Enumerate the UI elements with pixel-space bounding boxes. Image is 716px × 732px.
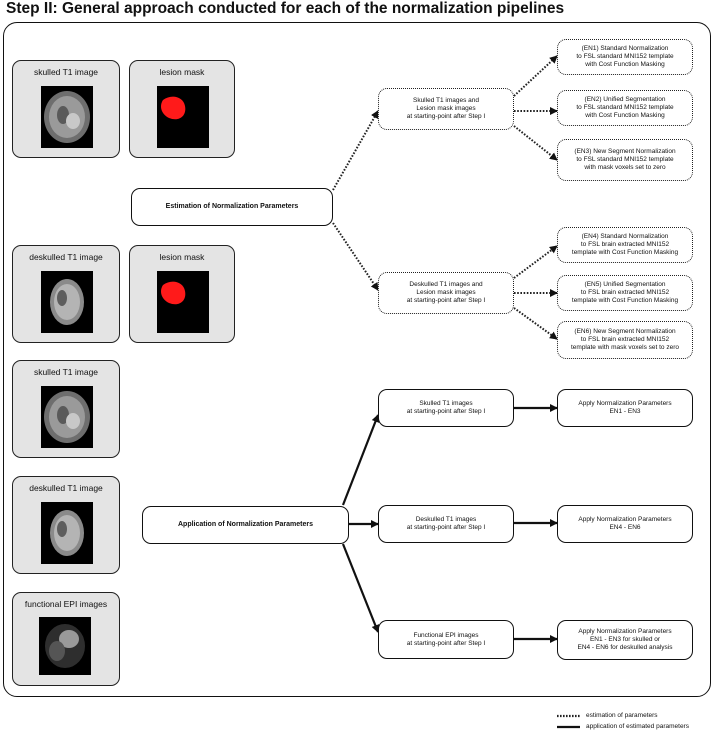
node-line: to FSL brain extracted MNI152: [580, 289, 670, 296]
deskulled-t1-image-box-2: deskulled T1 image: [12, 476, 120, 574]
image-label: functional EPI images: [24, 599, 108, 609]
node-line: to FSL brain extracted MNI152: [580, 336, 670, 343]
image-label: skulled T1 image: [33, 367, 99, 377]
node-line: EN4 - EN6 for deskulled analysis: [577, 644, 673, 651]
edge-to-en4: [513, 245, 558, 279]
apply-en4-en6-node: Apply Normalization Parameters EN4 - EN6: [557, 505, 693, 543]
node-line: Lesion mask images: [416, 105, 476, 112]
lesion-mask-thumbnail: [157, 271, 209, 333]
node-line: to FSL standard MNI152 template: [576, 104, 674, 111]
node-line: Apply Normalization Parameters: [578, 400, 672, 407]
node-line: at starting-point after Step I: [406, 408, 486, 415]
legend-estimation-label: estimation of parameters: [586, 712, 658, 719]
en3-node: (EN3) New Segment Normalization to FSL s…: [557, 139, 693, 181]
skulled-t1-image-box-2: skulled T1 image: [12, 360, 120, 458]
edge-est-to-skulled: [332, 110, 379, 191]
deskulled-application-input-node: Deskulled T1 images at starting-point af…: [378, 505, 514, 543]
functional-application-input-node: Functional EPI images at starting-point …: [378, 620, 514, 659]
epi-scan-thumbnail: [39, 617, 91, 675]
en6-node: (EN6) New Segment Normalization to FSL b…: [557, 321, 693, 359]
node-line: (EN4) Standard Normalization: [581, 233, 669, 240]
application-label: Application of Normalization Parameters: [178, 521, 313, 528]
en4-node: (EN4) Standard Normalization to FSL brai…: [557, 227, 693, 263]
edge-app-to-functional: [341, 543, 380, 633]
node-line: Apply Normalization Parameters: [578, 516, 672, 523]
brain-scan-thumbnail: [41, 271, 93, 333]
apply-combined-node: Apply Normalization Parameters EN1 - EN3…: [557, 620, 693, 660]
node-line: to FSL brain extracted MNI152: [580, 241, 670, 248]
node-line: (EN6) New Segment Normalization: [574, 328, 676, 335]
node-line: EN4 - EN6: [609, 524, 641, 531]
brain-scan-thumbnail: [41, 502, 93, 564]
lesion-mask-box-2: lesion mask: [129, 245, 235, 343]
node-line: to FSL standard MNI152 template: [576, 156, 674, 163]
node-line: to FSL standard MNI152 template: [576, 53, 674, 60]
image-label: deskulled T1 image: [29, 252, 103, 262]
legend-application-label: application of estimated parameters: [586, 723, 689, 730]
node-line: EN1 - EN3: [609, 408, 641, 415]
node-line: at starting-point after Step I: [406, 639, 486, 647]
node-line: (EN2) Unified Segmentation: [584, 96, 666, 103]
edge-to-en6: [513, 307, 558, 340]
skulled-application-input-node: Skulled T1 images at starting-point afte…: [378, 389, 514, 427]
node-line: (EN1) Standard Normalization: [581, 45, 669, 52]
page-title: Step II: General approach conducted for …: [6, 0, 565, 17]
image-label: lesion mask: [159, 67, 205, 77]
node-line: at starting-point after Step I: [406, 524, 486, 531]
functional-epi-images-box: functional EPI images: [12, 592, 120, 686]
node-line: template with Cost Function Masking: [571, 297, 679, 304]
estimation-label: Estimation of Normalization Parameters: [165, 203, 299, 210]
node-line: with Cost Function Masking: [585, 61, 665, 68]
brain-scan-thumbnail: [41, 86, 93, 148]
node-line: Skulled T1 images and: [412, 97, 479, 104]
node-line: at starting-point after Step I: [406, 113, 486, 120]
brain-scan-thumbnail: [41, 386, 93, 448]
node-line: EN1 - EN3 for skulled or: [589, 636, 661, 643]
diagram-frame: [3, 22, 711, 697]
node-line: at starting-point after Step I: [406, 297, 486, 304]
node-line: Deskulled T1 images: [415, 516, 477, 523]
apply-en1-en3-node: Apply Normalization Parameters EN1 - EN3: [557, 389, 693, 427]
lesion-mask-box-1: lesion mask: [129, 60, 235, 158]
lesion-mask-thumbnail: [157, 86, 209, 148]
en2-node: (EN2) Unified Segmentation to FSL standa…: [557, 90, 693, 126]
edge-est-to-deskulled: [332, 222, 379, 291]
edge-to-en3: [513, 125, 558, 161]
estimation-node: Estimation of Normalization Parameters: [131, 188, 333, 226]
node-line: Functional EPI images: [413, 631, 479, 639]
node-line: Deskulled T1 images and: [409, 281, 483, 288]
application-node: Application of Normalization Parameters: [142, 506, 349, 544]
edge-to-en1: [513, 55, 558, 97]
deskulled-t1-image-box-1: deskulled T1 image: [12, 245, 120, 343]
deskulled-estimation-input-node: Deskulled T1 images and Lesion mask imag…: [378, 272, 514, 314]
skulled-estimation-input-node: Skulled T1 images and Lesion mask images…: [378, 88, 514, 130]
image-label: skulled T1 image: [33, 67, 99, 77]
node-line: template with Cost Function Masking: [571, 249, 679, 256]
node-line: (EN3) New Segment Normalization: [574, 148, 676, 155]
node-line: with mask voxels set to zero: [584, 164, 666, 171]
image-label: lesion mask: [159, 252, 205, 262]
node-line: with Cost Function Masking: [585, 112, 665, 119]
image-label: deskulled T1 image: [29, 483, 103, 493]
node-line: template with mask voxels set to zero: [570, 344, 679, 351]
node-line: Apply Normalization Parameters: [578, 628, 672, 635]
node-line: (EN5) Unified Segmentation: [584, 281, 666, 288]
node-line: Lesion mask images: [416, 289, 476, 296]
en5-node: (EN5) Unified Segmentation to FSL brain …: [557, 275, 693, 311]
skulled-t1-image-box-1: skulled T1 image: [12, 60, 120, 158]
en1-node: (EN1) Standard Normalization to FSL stan…: [557, 39, 693, 75]
node-line: Skulled T1 images: [419, 400, 473, 407]
edge-app-to-skulled: [341, 414, 380, 506]
